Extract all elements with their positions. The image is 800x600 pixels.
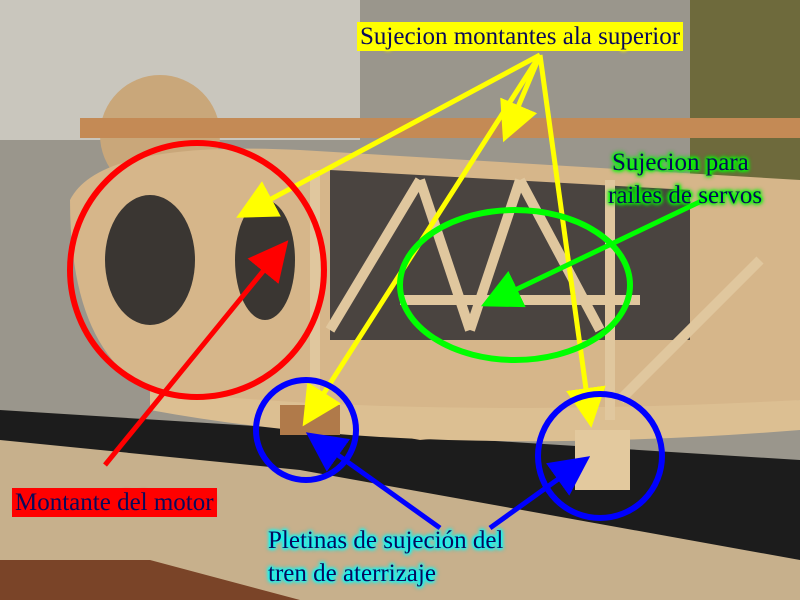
landing-gear-arrow-rear [488,456,591,531]
label-landing-gear-line2: tren de aterrizaje [268,560,436,587]
label-upper-wing-struts: Sujecion montantes ala superior [357,22,684,51]
label-landing-gear-line1: Pletinas de sujeción del [268,527,504,554]
label-servo-rails-line2: railes de servos [608,182,763,209]
motor-mount-circle [67,140,327,400]
label-servo-rails-line1: Sujecion para [612,149,749,176]
servo-rails-ellipse [397,207,633,363]
landing-gear-circle-front [253,377,359,483]
landing-gear-arrow-front [305,432,442,531]
servo-rails-arrow [480,193,714,308]
motor-mount-arrow [103,240,289,467]
landing-gear-circle-rear [535,391,665,521]
label-motor-mount: Montante del motor [12,488,217,517]
